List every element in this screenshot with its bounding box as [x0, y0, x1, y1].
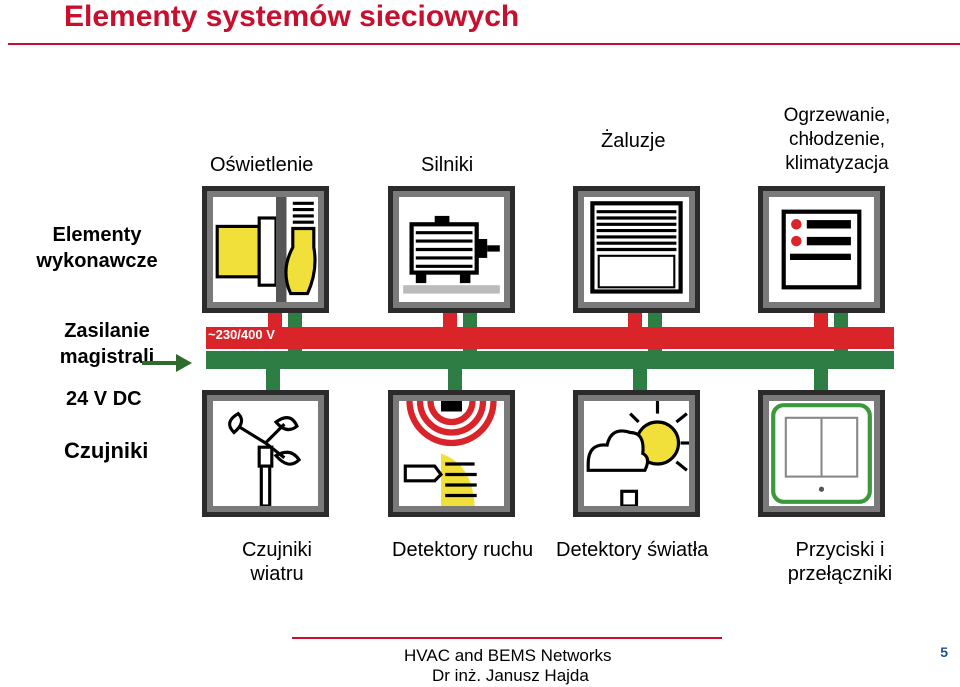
- panel-hvac: [758, 186, 885, 313]
- bus-lines: [206, 305, 894, 390]
- motor-icon: [399, 197, 504, 302]
- panel-motors: [388, 186, 515, 313]
- motion-sensor-icon: [399, 401, 504, 506]
- label-hvac-line2: chłodzenie,: [788, 129, 886, 150]
- footer-course: HVAC and BEMS Networks: [404, 646, 612, 665]
- label-bus-power-line2: magistrali: [59, 346, 155, 368]
- title-divider: [8, 43, 960, 45]
- footer-divider: [292, 637, 722, 639]
- label-motion-detectors: Detektory ruchu: [392, 539, 534, 561]
- bus-bar: [206, 351, 894, 369]
- mains-voltage-label: ~230/400 V: [208, 327, 275, 342]
- label-hvac-line1: Ogrzewanie,: [783, 105, 891, 126]
- label-lighting: Oświetlenie: [210, 154, 314, 176]
- sun-cloud-icon: [584, 401, 689, 506]
- label-actuators-line1: Elementy: [52, 224, 142, 246]
- label-light-detectors: Detektory światła: [556, 539, 709, 561]
- panel-motion-detector: [388, 390, 515, 517]
- footer-author: Dr inż. Janusz Hajda: [432, 666, 589, 685]
- label-wind-line1: Czujniki: [241, 539, 313, 561]
- bus-drop-down-2: [448, 367, 462, 390]
- label-wind-line2: wiatru: [250, 563, 304, 585]
- label-buttons-line1: Przyciski i: [795, 539, 885, 561]
- panel-wind-sensor: [202, 390, 329, 517]
- label-sensors: Czujniki: [64, 438, 149, 463]
- label-blinds: Żaluzje: [601, 130, 666, 152]
- lamp-icon: [213, 197, 318, 302]
- slide-title: Elementy systemów sieciowych: [64, 0, 520, 33]
- label-actuators: Elementy wykonawcze: [34, 222, 160, 274]
- label-voltage-dc: 24 V DC: [66, 388, 142, 410]
- panel-light-detector: [573, 390, 700, 517]
- label-bus-power-line1: Zasilanie: [64, 320, 150, 342]
- bus-drop-down-3: [633, 367, 647, 390]
- page-number: 5: [940, 644, 948, 660]
- label-hvac: Ogrzewanie, chłodzenie, klimatyzacja: [762, 104, 912, 176]
- switch-icon: [769, 401, 874, 506]
- panel-lighting: [202, 186, 329, 313]
- panel-switches: [758, 390, 885, 517]
- panel-blinds: [573, 186, 700, 313]
- bus-arrow-icon: [142, 354, 192, 372]
- bus-drop-down-1: [266, 367, 280, 390]
- label-bus-power: Zasilanie magistrali: [52, 318, 162, 370]
- label-wind-sensors: Czujniki wiatru: [222, 538, 332, 586]
- label-buttons: Przyciski i przełączniki: [770, 538, 910, 586]
- label-actuators-line2: wykonawcze: [36, 250, 158, 272]
- thermostat-icon: [769, 197, 874, 302]
- label-buttons-line2: przełączniki: [787, 563, 893, 585]
- anemometer-icon: [213, 401, 318, 506]
- label-hvac-line3: klimatyzacja: [785, 153, 889, 174]
- bus-drop-down-4: [814, 367, 828, 390]
- blinds-icon: [584, 197, 689, 302]
- mains-bar: [206, 327, 894, 349]
- label-motors: Silniki: [421, 154, 474, 176]
